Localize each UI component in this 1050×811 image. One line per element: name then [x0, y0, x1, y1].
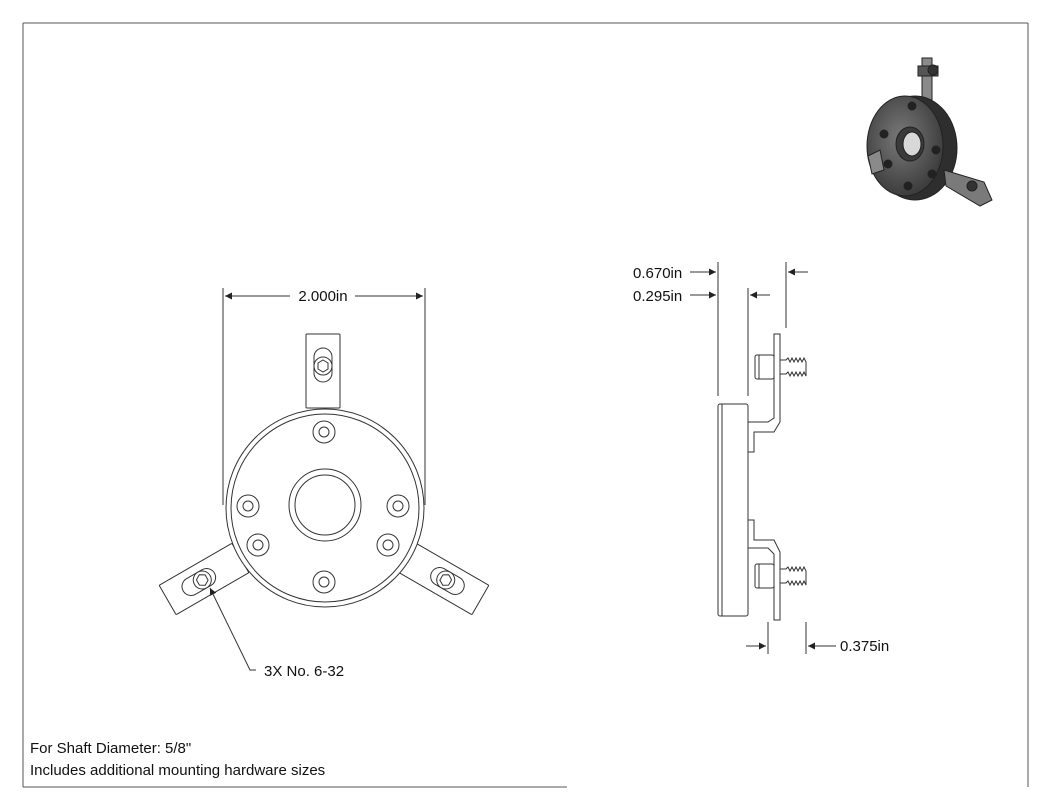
hub-disc	[225, 408, 425, 608]
side-body	[717, 403, 749, 617]
side-view	[717, 333, 807, 621]
isometric-view	[866, 57, 993, 207]
depth-body-label: 0.295in	[633, 288, 682, 305]
upper-stud	[779, 356, 807, 378]
width-dimension	[222, 288, 426, 505]
left-bracket	[158, 543, 250, 615]
lower-stud	[779, 565, 807, 587]
mounting-holes	[236, 420, 410, 594]
shaft-diameter-note: For Shaft Diameter: 5/8"	[30, 740, 192, 757]
depth-total-label: 0.670in	[633, 265, 682, 282]
thread-callout-leader	[209, 587, 256, 671]
side-bracket-lower	[748, 519, 781, 621]
hardware-note: Includes additional mounting hardware si…	[30, 762, 326, 779]
depth-dimensions	[690, 262, 836, 654]
right-bracket	[398, 543, 490, 615]
top-bracket	[305, 333, 341, 409]
front-view	[158, 333, 490, 615]
side-bracket-upper	[748, 333, 781, 453]
drawing-border	[22, 22, 1029, 788]
thread-callout-label: 3X No. 6-32	[264, 663, 344, 680]
width-dimension-label: 2.000in	[298, 288, 347, 305]
stud-length-label: 0.375in	[840, 638, 889, 655]
